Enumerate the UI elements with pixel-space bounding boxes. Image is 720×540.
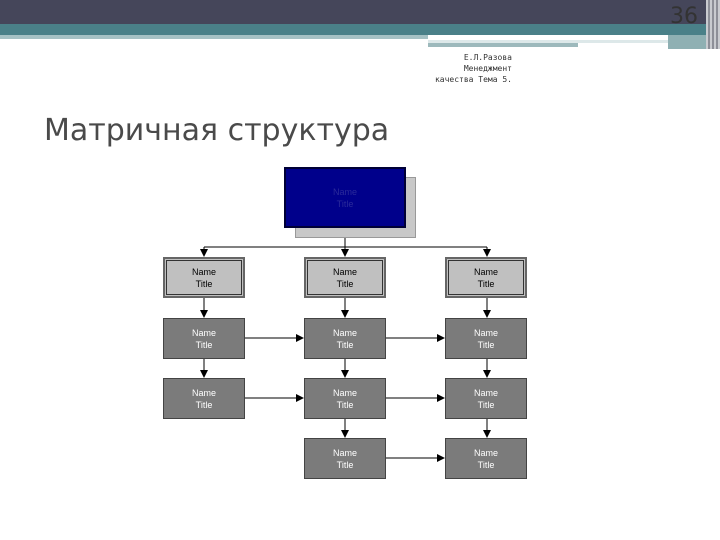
box-name: Name — [191, 387, 216, 398]
box-title: Title — [195, 278, 213, 289]
box-title: Title — [477, 399, 495, 410]
box-name: Name — [332, 266, 357, 277]
box-title: Title — [477, 278, 495, 289]
box-title: Title — [336, 399, 354, 410]
decor-stripe — [0, 35, 428, 39]
box-name: Name — [473, 447, 498, 458]
box-name: Name — [332, 186, 357, 197]
box-title: Title — [477, 459, 495, 470]
box-name: Name — [332, 327, 357, 338]
box-name: Name — [473, 266, 498, 277]
box-title: Title — [477, 339, 495, 350]
decor-edge — [706, 0, 720, 49]
box-title: Title — [336, 339, 354, 350]
box-name: Name — [191, 327, 216, 338]
box-title: Title — [336, 278, 354, 289]
box-name: Name — [191, 266, 216, 277]
course-name: Менеджмент — [463, 64, 512, 73]
decor-stripe — [428, 40, 668, 43]
box-title: Title — [195, 339, 213, 350]
author-note: Е.Л.Разова Менеджмент качества Тема 5. — [420, 52, 512, 85]
box-title: Title — [336, 198, 354, 209]
header-accent-band — [0, 24, 720, 35]
box-name: Name — [332, 387, 357, 398]
header-band — [0, 0, 720, 24]
org-box-top: Name Title — [284, 167, 406, 228]
box-name: Name — [332, 447, 357, 458]
decor-stripe — [428, 43, 578, 47]
box-title: Title — [336, 459, 354, 470]
box-name: Name — [473, 387, 498, 398]
author-name: Е.Л.Разова — [463, 53, 512, 62]
box-title: Title — [195, 399, 213, 410]
box-name: Name — [473, 327, 498, 338]
topic-name: качества Тема 5. — [434, 75, 512, 84]
slide-number: 36 — [670, 4, 698, 29]
slide-title: Матричная структура — [44, 113, 390, 148]
